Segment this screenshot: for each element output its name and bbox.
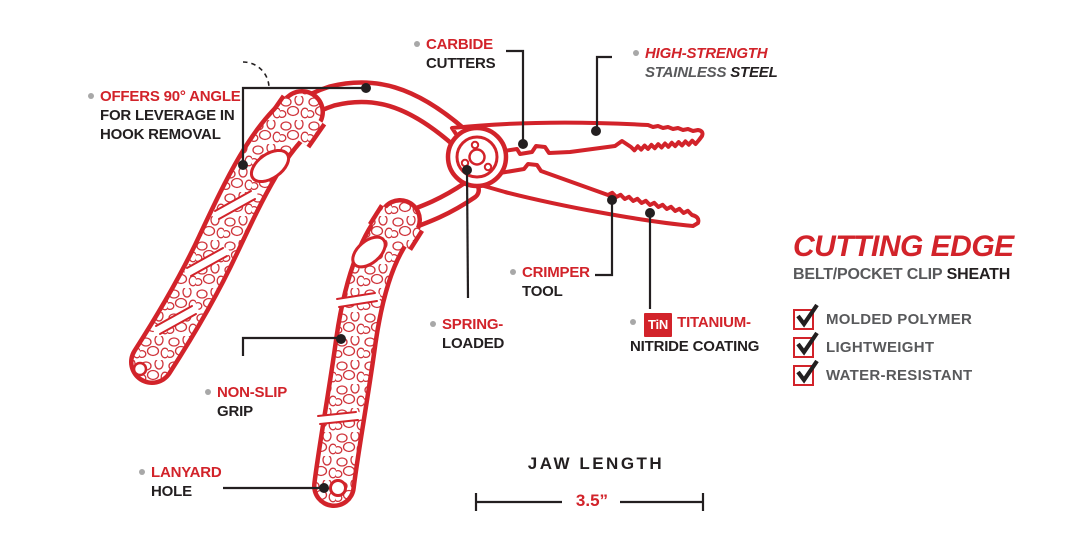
callout-non-slip-grip: NON-SLIP GRIP <box>205 383 287 421</box>
pliers-handles <box>129 80 481 508</box>
bullet-icon <box>205 389 211 395</box>
jaw-length-value: 3.5” <box>575 491 609 510</box>
bullet-icon <box>139 469 145 475</box>
feature-label: MOLDED POLYMER <box>826 310 973 328</box>
bullet-icon <box>88 93 94 99</box>
lanyard-hole <box>329 479 347 497</box>
sheath-panel: CUTTING EDGE BELT/POCKET CLIP SHEATH MOL… <box>793 231 1043 392</box>
bullet-icon <box>510 269 516 275</box>
sheath-feature-list: MOLDED POLYMER LIGHTWEIGHT WATER-RESISTA… <box>793 303 1043 386</box>
spring-callout-line <box>465 171 470 299</box>
bullet-icon <box>633 50 639 56</box>
crimper-callout-line <box>595 203 614 277</box>
jaw-length-label: JAW LENGTH <box>527 454 665 473</box>
pliers-jaws <box>450 120 705 228</box>
feature-label: LIGHTWEIGHT <box>826 338 935 356</box>
callout-stainless-steel: HIGH-STRENGTH STAINLESS STEEL <box>633 44 778 82</box>
carbide-callout-line <box>506 49 525 141</box>
bullet-icon <box>430 321 436 327</box>
angle-arc <box>242 61 270 89</box>
checked-checkbox-icon <box>793 303 819 330</box>
callout-spring-loaded: SPRING- LOADED <box>430 315 504 353</box>
angle-callout-line <box>241 86 362 162</box>
lower-jaw <box>468 162 701 228</box>
checked-checkbox-icon <box>793 331 819 358</box>
steel-callout-line <box>595 55 612 128</box>
grip-callout-line <box>241 336 338 356</box>
callout-lines <box>223 49 652 490</box>
feature-row: MOLDED POLYMER <box>793 303 1043 330</box>
checked-checkbox-icon <box>793 359 819 386</box>
pivot-spring-hub <box>445 125 509 189</box>
callout-crimper-tool: CRIMPER TOOL <box>510 263 590 301</box>
bullet-icon <box>630 319 636 325</box>
callout-lanyard-hole: LANYARD HOLE <box>139 463 222 501</box>
callout-90-angle: OFFERS 90° ANGLE FOR LEVERAGE IN HOOK RE… <box>88 87 241 144</box>
feature-row: LIGHTWEIGHT <box>793 331 1043 358</box>
bullet-icon <box>414 41 420 47</box>
jaw-length-dimension <box>474 493 705 511</box>
callout-carbide-cutters: CARBIDE CUTTERS <box>414 35 496 73</box>
tin-badge: TiN <box>644 313 673 337</box>
upper-jaw <box>450 120 705 156</box>
callout-dots <box>238 83 655 493</box>
lanyard-hole <box>132 361 148 377</box>
sheath-subtitle: BELT/POCKET CLIP SHEATH <box>793 266 1011 283</box>
sheath-title: CUTTING EDGE <box>793 230 1014 263</box>
feature-label: WATER-RESISTANT <box>826 366 973 384</box>
feature-row: WATER-RESISTANT <box>793 359 1043 386</box>
